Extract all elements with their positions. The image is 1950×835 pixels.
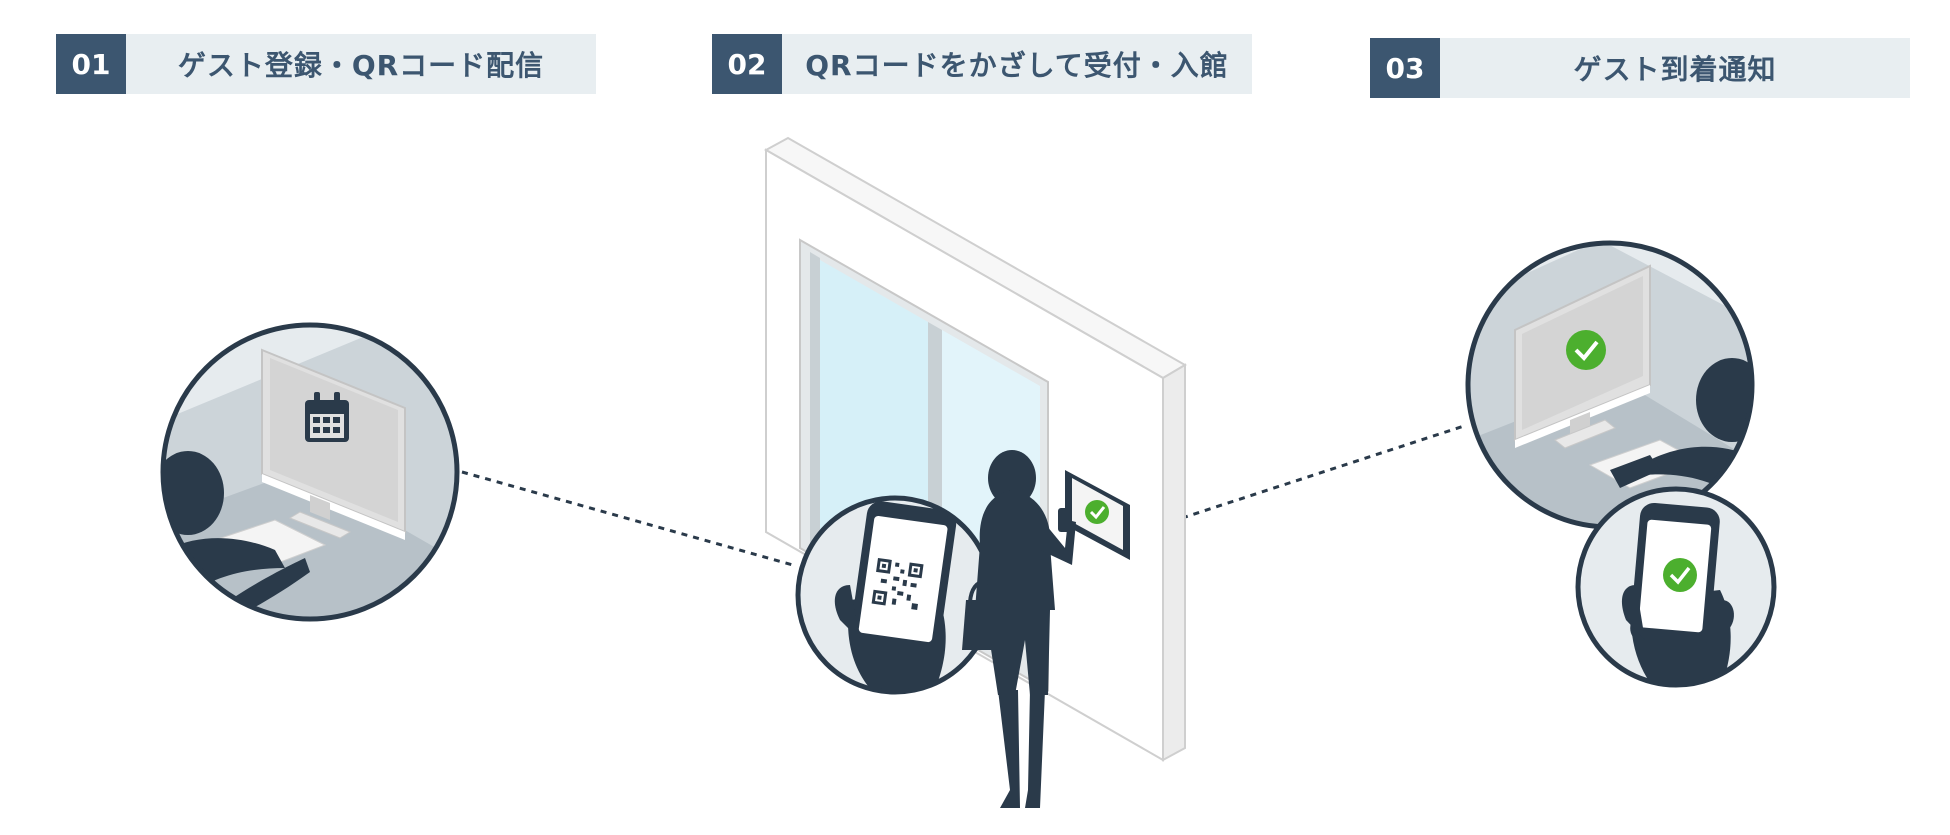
visitor-silhouette xyxy=(962,450,1076,808)
connector-line-1 xyxy=(461,470,794,567)
step-1-title: ゲスト登録・QRコード配信 xyxy=(126,34,596,94)
check-icon xyxy=(1566,330,1606,370)
check-icon xyxy=(1085,500,1109,524)
connector-line-2 xyxy=(1181,423,1468,520)
step-3-pc-scene xyxy=(1465,240,1755,530)
tablet-reader xyxy=(1065,470,1130,560)
step-3-header: 03 ゲスト到着通知 xyxy=(1370,38,1910,98)
step-1-header: 01 ゲスト登録・QRコード配信 xyxy=(56,34,596,94)
qr-code-icon xyxy=(871,558,924,610)
calendar-icon xyxy=(305,392,349,442)
step-1-scene xyxy=(160,322,460,622)
step-2-number: 02 xyxy=(712,34,782,94)
check-icon xyxy=(1663,558,1697,592)
step-3-phone-scene xyxy=(1575,486,1777,688)
step-2-title: QRコードをかざして受付・入館 xyxy=(782,34,1252,94)
step-2-scene xyxy=(795,495,995,695)
step-2-header: 02 QRコードをかざして受付・入館 xyxy=(712,34,1252,94)
step-3-number: 03 xyxy=(1370,38,1440,98)
step-1-number: 01 xyxy=(56,34,126,94)
step-3-title: ゲスト到着通知 xyxy=(1440,38,1910,98)
